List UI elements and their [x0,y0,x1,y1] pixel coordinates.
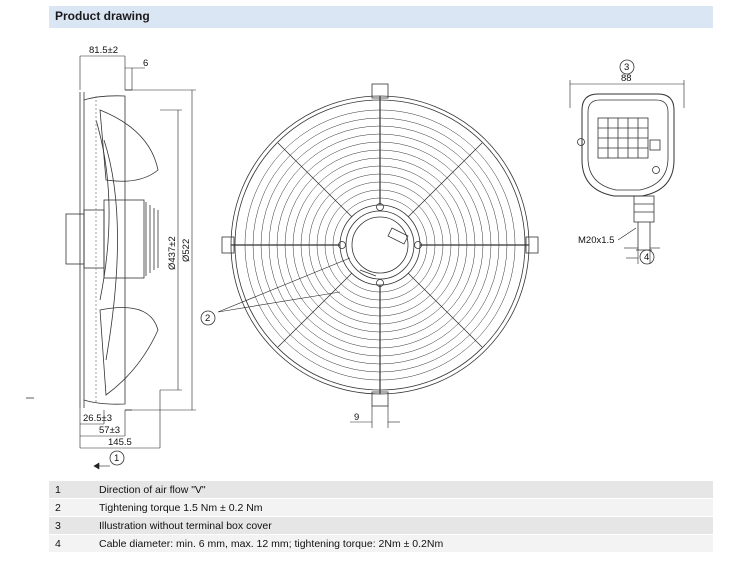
product-drawing: 81.5±2 6 Ø437±2 Ø522 26.5±3 57±3 145.5 9… [26,45,685,470]
dim-dia-inner: Ø437±2 [167,236,178,270]
legend-row: 4 Cable diameter: min. 6 mm, max. 12 mm;… [49,534,713,553]
fan-side-view [26,89,159,411]
callout-4-label: 4 [644,252,649,263]
dim-bottom-b: 57±3 [99,425,120,436]
legend-number: 3 [49,516,93,535]
legend-text: Illustration without terminal box cover [93,516,713,535]
dim-grill-gap: 9 [354,412,359,423]
legend-table: 1 Direction of air flow "V" 2 Tightening… [49,481,713,553]
dim-bottom-c: 145.5 [108,437,132,448]
callout-3-label: 3 [624,62,629,73]
dim-bottom-a: 26.5±3 [83,413,112,424]
legend-row: 3 Illustration without terminal box cove… [49,516,713,535]
section-title: Product drawing [55,9,150,23]
legend-text: Tightening torque 1.5 Nm ± 0.2 Nm [93,498,713,517]
callout-1-label: 1 [114,453,119,464]
callout-2-label: 2 [205,313,210,324]
dim-dia-outer: Ø522 [181,239,192,262]
callout-3-circle [619,59,635,75]
section-header: Product drawing [49,6,713,28]
legend-number: 4 [49,534,93,553]
dim-thread: M20x1.5 [578,235,614,246]
legend-text: Cable diameter: min. 6 mm, max. 12 mm; t… [93,534,713,553]
dim-side-depth: 81.5±2 [89,45,118,56]
callout-1-circle [109,450,125,466]
legend-number: 1 [49,481,93,499]
dim-side-top: 6 [143,58,148,69]
dim-box-width: 88 [621,73,632,84]
fan-front-view [221,83,539,407]
legend-row: 2 Tightening torque 1.5 Nm ± 0.2 Nm [49,498,713,517]
callout-2-circle [200,310,216,326]
legend-text: Direction of air flow "V" [93,481,713,499]
callout-4-circle [639,249,655,265]
terminal-box-view [577,93,675,251]
legend-row: 1 Direction of air flow "V" [49,481,713,499]
legend-number: 2 [49,498,93,517]
